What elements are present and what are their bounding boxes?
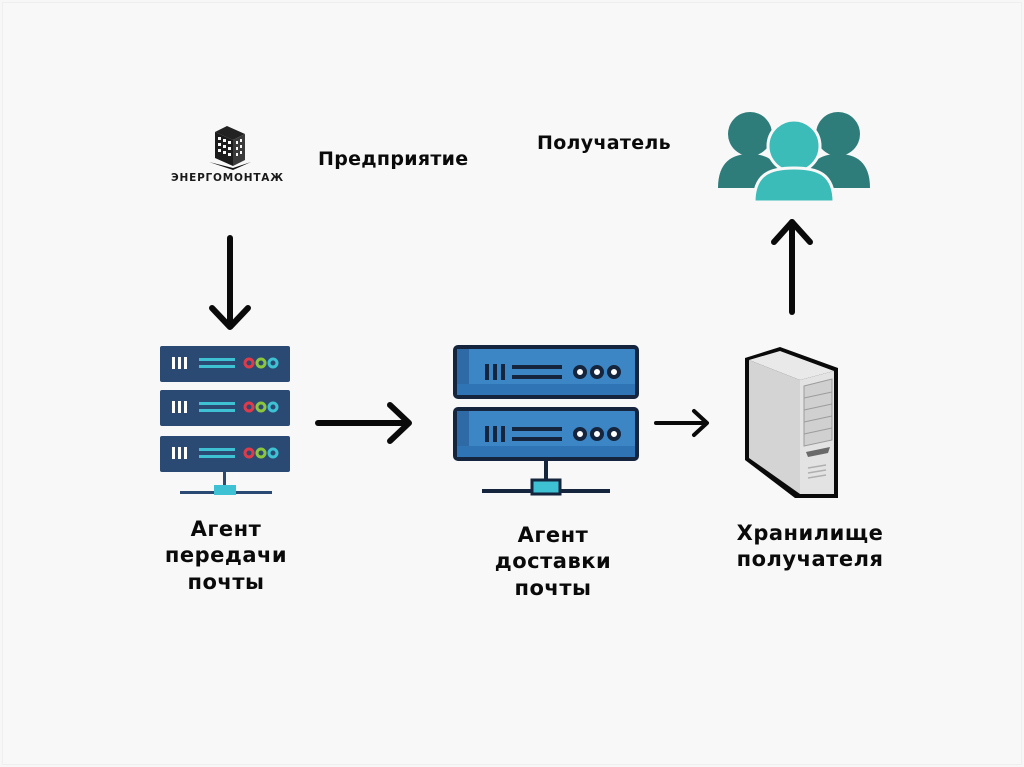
building-icon bbox=[209, 126, 251, 170]
mda-server-rack-icon bbox=[452, 344, 640, 500]
arrow-up-icon bbox=[762, 212, 822, 320]
store-label: Хранилище получателя bbox=[716, 520, 904, 573]
mta-label: Агент передачи почты bbox=[146, 516, 306, 595]
arrow-right-small-icon bbox=[650, 405, 716, 441]
mda-label-line: доставки bbox=[494, 549, 612, 574]
tower-server-icon bbox=[740, 342, 844, 502]
enterprise-logo: ЭНЕРГОМОНТАЖ bbox=[165, 122, 295, 192]
mta-label-line: Агент bbox=[190, 517, 262, 541]
arrow-right-icon bbox=[310, 398, 420, 448]
arrow-down-icon bbox=[200, 230, 260, 335]
mda-label: Агент доставки почты bbox=[468, 522, 638, 601]
enterprise-logo-text: ЭНЕРГОМОНТАЖ bbox=[171, 172, 284, 184]
mda-label-line: почты bbox=[514, 575, 592, 600]
recipient-label: Получатель bbox=[537, 132, 671, 154]
mta-label-line: почты bbox=[187, 569, 265, 594]
enterprise-label: Предприятие bbox=[318, 148, 469, 170]
store-label-line: Хранилище bbox=[736, 521, 884, 545]
mta-label-line: передачи bbox=[164, 543, 288, 568]
users-group-icon bbox=[716, 108, 872, 204]
mda-label-line: Агент bbox=[517, 523, 589, 547]
store-label-line: получателя bbox=[736, 547, 884, 572]
mta-server-rack-icon bbox=[158, 344, 294, 500]
